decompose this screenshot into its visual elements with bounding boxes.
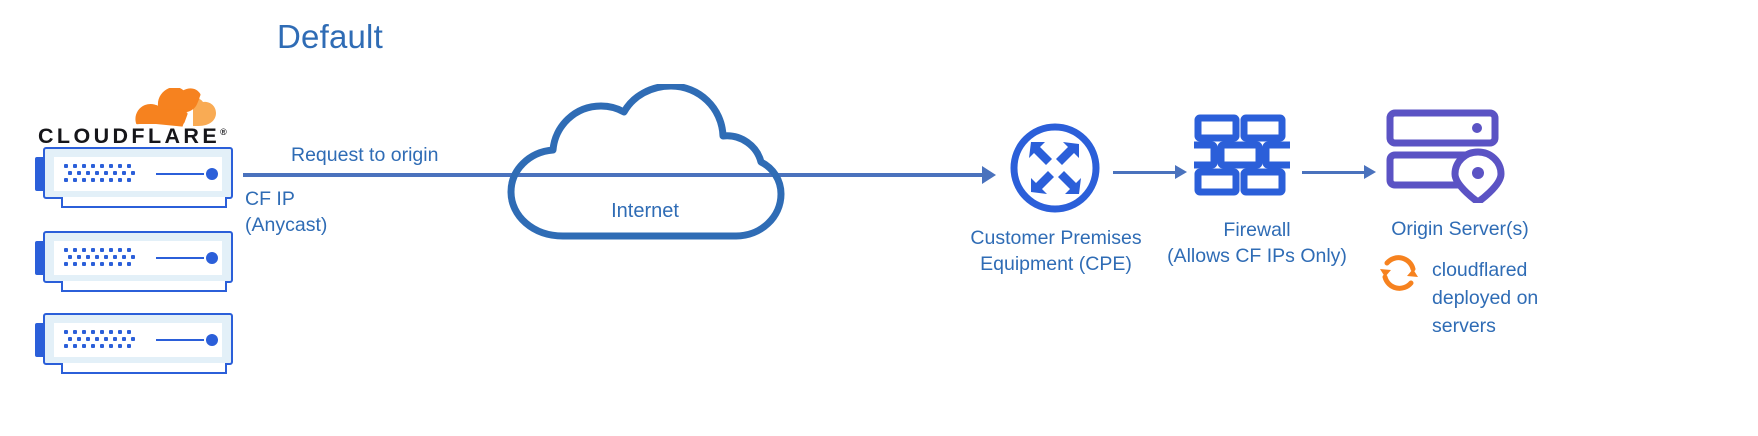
request-arrow-line (243, 173, 988, 177)
wordmark-text: CLOUDFLARE (38, 124, 221, 148)
server-chassis (43, 231, 233, 283)
cpe-to-firewall-arrow-line (1113, 171, 1179, 174)
server-status-led (206, 334, 218, 346)
cloudflare-server-2 (35, 231, 235, 295)
request-to-origin-label: Request to origin (291, 144, 439, 166)
cloudflare-server-3 (35, 313, 235, 377)
server-location-pin-icon (1386, 109, 1505, 203)
server-slot-line (156, 173, 204, 175)
firewall-label: Firewall (Allows CF IPs Only) (1152, 217, 1362, 269)
cloudflared-line-2: deployed on (1432, 287, 1539, 309)
server-chassis (43, 313, 233, 365)
cf-ip-line-2: (Anycast) (245, 214, 328, 236)
firewall-to-origin-arrow-line (1302, 171, 1368, 174)
firewall-label-line-1: Firewall (1223, 219, 1291, 241)
origin-server-label: Origin Server(s) (1391, 218, 1529, 240)
server-status-led (206, 168, 218, 180)
cloudflared-label: cloudflared deployed on servers (1432, 256, 1538, 340)
cloudflare-logo: CLOUDFLARE® (38, 88, 234, 148)
brick-wall-icon (1194, 114, 1290, 196)
cpe-label-line-2: Equipment (CPE) (980, 253, 1132, 275)
sync-refresh-icon (1380, 255, 1418, 291)
server-front-panel (54, 323, 222, 357)
server-base (61, 281, 227, 292)
cpe-to-firewall-arrow-head (1175, 165, 1187, 179)
server-base (61, 197, 227, 208)
request-arrow-head (982, 166, 996, 184)
server-front-panel (54, 241, 222, 275)
server-chassis (43, 147, 233, 199)
cloudflare-wordmark: CLOUDFLARE® (38, 124, 234, 148)
page-title: Default (277, 18, 383, 55)
cloudflared-line-1: cloudflared (1432, 259, 1528, 281)
cloud-icon (507, 84, 785, 240)
cf-ip-anycast-label: CF IP (Anycast) (245, 186, 327, 238)
cloudflare-cloud-icon (135, 88, 216, 127)
cpe-label-line-1: Customer Premises (970, 227, 1142, 249)
internet-label: Internet (611, 200, 679, 222)
server-slot-line (156, 339, 204, 341)
firewall-to-origin-arrow-head (1364, 165, 1376, 179)
server-base (61, 363, 227, 374)
server-slot-line (156, 257, 204, 259)
server-status-led (206, 252, 218, 264)
cloudflare-server-1 (35, 147, 235, 211)
cf-ip-line-1: CF IP (245, 188, 295, 210)
firewall-label-line-2: (Allows CF IPs Only) (1167, 245, 1347, 267)
trademark-symbol: ® (220, 126, 227, 137)
server-port-dots (64, 248, 142, 268)
server-front-panel (54, 157, 222, 191)
cloudflared-line-3: servers (1432, 315, 1496, 337)
router-arrows-icon (1010, 123, 1100, 213)
server-port-dots (64, 164, 142, 184)
server-port-dots (64, 330, 142, 350)
